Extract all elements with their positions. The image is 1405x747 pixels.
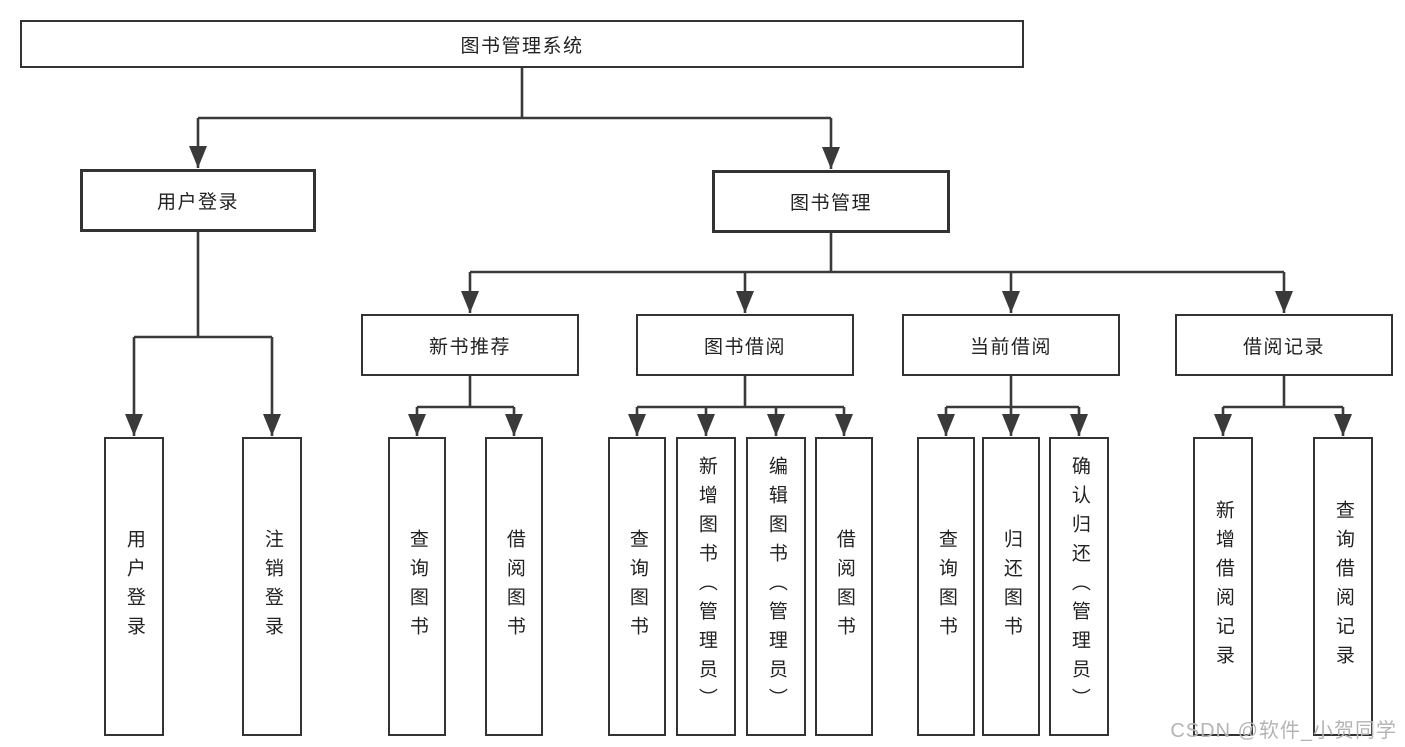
leaf-borrow-books-recommend: 借阅图书 — [485, 437, 543, 736]
node-user-login: 用户登录 — [80, 169, 316, 232]
node-new-book-recommend: 新书推荐 — [361, 314, 579, 376]
node-book-management: 图书管理 — [712, 170, 950, 233]
leaf-logout: 注销登录 — [242, 437, 302, 736]
csdn-watermark: CSDN @软件_小贺同学 — [1170, 720, 1397, 742]
leaf-borrow-books: 借阅图书 — [815, 437, 873, 736]
leaf-add-borrow-record: 新增借阅记录 — [1193, 437, 1253, 736]
leaf-query-books-borrow: 查询图书 — [608, 437, 666, 736]
leaf-user-login: 用户登录 — [104, 437, 164, 736]
node-current-borrowing: 当前借阅 — [902, 314, 1120, 376]
leaf-query-books-recommend: 查询图书 — [388, 437, 446, 736]
leaf-add-book-admin: 新增图书（管理员） — [676, 437, 736, 736]
leaf-confirm-return-admin: 确认归还（管理员） — [1049, 437, 1109, 736]
node-borrowing-records: 借阅记录 — [1175, 314, 1393, 376]
leaf-query-borrow-record: 查询借阅记录 — [1313, 437, 1373, 736]
leaf-return-book: 归还图书 — [982, 437, 1040, 736]
node-library-system: 图书管理系统 — [20, 20, 1024, 68]
leaf-query-books-current: 查询图书 — [917, 437, 975, 736]
node-book-borrowing: 图书借阅 — [636, 314, 854, 376]
leaf-edit-book-admin: 编辑图书（管理员） — [746, 437, 806, 736]
